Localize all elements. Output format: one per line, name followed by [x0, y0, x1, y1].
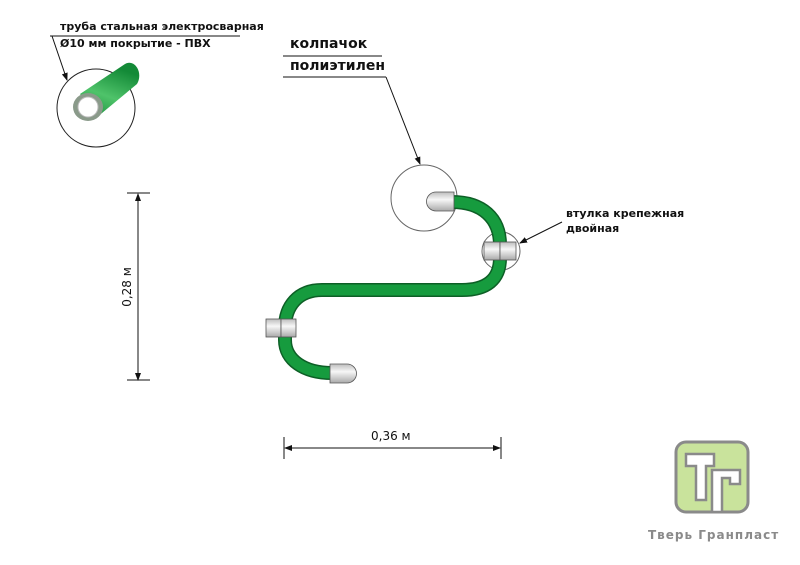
cap-bottom — [329, 363, 357, 384]
cap-label-line1: колпачок — [290, 36, 368, 52]
company-name: Тверь Гранпласт — [648, 528, 780, 542]
cap-label-line2: полиэтилен — [290, 58, 385, 74]
pipe-label-line1: труба стальная электросварная — [60, 20, 264, 33]
s-hook — [265, 191, 517, 384]
company-logo — [674, 440, 750, 514]
pipe-label-line2: Ø10 мм покрытие - ПВХ — [60, 37, 211, 50]
bushing-right — [483, 241, 517, 261]
pipe-detail — [50, 35, 240, 148]
dimension-height — [127, 192, 150, 381]
bushing-label-line2: двойная — [566, 222, 620, 235]
cap-top — [426, 191, 455, 212]
width-dimension-label: 0,36 м — [371, 429, 411, 443]
bushing-label-line1: втулка крепежная — [566, 207, 685, 220]
height-dimension-label: 0,28 м — [120, 267, 134, 307]
bushing-left — [265, 318, 297, 338]
dimension-width — [283, 437, 502, 459]
